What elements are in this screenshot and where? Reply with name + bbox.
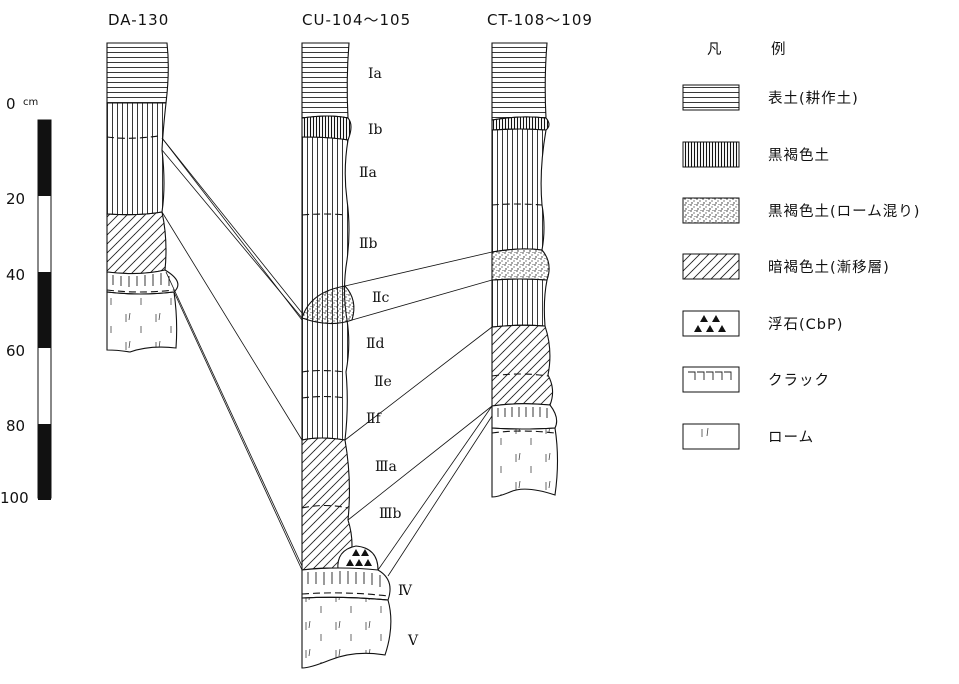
layer-IIc: [491, 248, 550, 281]
layer-label: Ⅰa: [368, 66, 382, 82]
legend-item: ローム: [682, 423, 814, 450]
loam-icon: [701, 427, 709, 437]
pumice-marks: [346, 549, 372, 566]
layer-Ib: [491, 116, 550, 131]
legend-swatch: [682, 197, 740, 224]
crack-icon: [688, 371, 732, 380]
layer-topsoil: [106, 42, 169, 104]
depth-scale: 0 cm 20 40 60 80 100: [0, 95, 52, 507]
layer-V: [301, 596, 392, 669]
legend-label: 黒褐色土: [768, 147, 830, 164]
layer-black-brown: [106, 102, 167, 216]
crack-marks: [307, 571, 381, 587]
scale-unit: cm: [23, 97, 38, 108]
pumice-icon: [694, 315, 726, 332]
layer-label: Ⅰb: [368, 122, 383, 138]
scale-tick-80: 80: [6, 417, 25, 435]
profile-column-cu104: [301, 42, 392, 669]
legend-swatch: [682, 141, 740, 168]
scale-tick-60: 60: [6, 342, 25, 360]
legend: 凡 例 表土(耕作土) 黒褐色土 黒褐色土(ローム混り) 暗褐色土(漸移層) 浮…: [682, 41, 920, 450]
layer-label: Ⅱf: [366, 411, 383, 427]
column-label-ct108: CT-108〜109: [487, 11, 593, 29]
scale-tick-0: 0: [6, 95, 16, 113]
layer-label: Ⅲb: [379, 506, 402, 522]
legend-label: 浮石(CbP): [768, 316, 843, 333]
layer-label: Ⅱa: [359, 165, 377, 181]
legend-swatch: [682, 310, 740, 337]
column-label-da130: DA-130: [108, 11, 169, 29]
scale-tick-100: 100: [0, 489, 29, 507]
legend-swatch: [682, 253, 740, 280]
layer-black-brown: [491, 128, 547, 253]
crack-marks: [112, 273, 170, 287]
legend-label: 暗褐色土(漸移層): [768, 259, 890, 276]
legend-item: 黒褐色土(ローム混り): [682, 197, 920, 224]
legend-swatch: [682, 366, 740, 393]
scale-segment: [38, 120, 51, 196]
layer-loam: [491, 427, 559, 498]
layer-transition: [491, 324, 554, 407]
profile-column-ct108: [491, 42, 559, 498]
scale-tick-20: 20: [6, 190, 25, 208]
legend-title: 例: [771, 41, 786, 58]
scale-tick-40: 40: [6, 266, 25, 284]
layer-label: Ⅱc: [372, 290, 390, 306]
layer-label: Ⅱe: [374, 374, 392, 390]
layer-IV: [301, 567, 391, 601]
legend-item: 浮石(CbP): [682, 310, 843, 337]
legend-swatch: [682, 423, 740, 450]
legend-label: 黒褐色土(ローム混り): [768, 203, 920, 220]
layer-Ib: [301, 115, 352, 141]
layer-label: Ⅳ: [398, 583, 413, 599]
crack-marks: [497, 407, 548, 418]
layer-Ia: [301, 42, 350, 119]
layer-label: Ⅴ: [407, 633, 419, 649]
profile-column-da130: [106, 42, 179, 353]
scale-segment: [38, 424, 51, 500]
legend-item: 表土(耕作土): [682, 84, 859, 111]
legend-item: 黒褐色土: [682, 141, 830, 168]
column-label-cu104: CU-104〜105: [302, 11, 411, 29]
legend-title: 凡: [707, 42, 722, 58]
layer-topsoil: [491, 42, 548, 121]
layer-black-brown-lower: [491, 278, 548, 328]
layer-transition: [106, 211, 167, 275]
layer-IIc: [301, 285, 355, 325]
scale-segment: [38, 272, 51, 348]
legend-label: ローム: [768, 430, 814, 446]
legend-swatch: [682, 84, 740, 111]
layer-labels: Ⅰa Ⅰb Ⅱa Ⅱb Ⅱc Ⅱd Ⅱe Ⅱf Ⅲa Ⅲb Ⅳ Ⅴ: [359, 66, 419, 649]
legend-label: クラック: [768, 372, 830, 389]
layer-loam: [106, 291, 178, 353]
legend-label: 表土(耕作土): [768, 89, 859, 107]
legend-item: クラック: [682, 366, 830, 393]
layer-label: Ⅲa: [375, 459, 397, 475]
layer-label: Ⅱd: [366, 336, 385, 352]
layer-label: Ⅱb: [359, 236, 378, 252]
correlation-lines: [161, 137, 493, 577]
legend-item: 暗褐色土(漸移層): [682, 253, 890, 280]
